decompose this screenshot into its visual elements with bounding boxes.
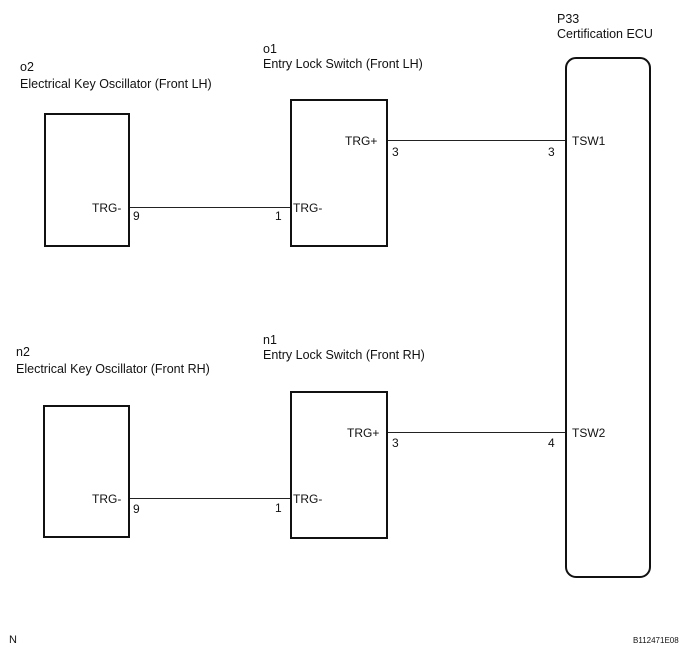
ecu-name: Certification ECU	[557, 27, 653, 41]
n1-name: Entry Lock Switch (Front RH)	[263, 348, 425, 362]
o2-pin-name: TRG-	[92, 201, 122, 215]
n2-name: Electrical Key Oscillator (Front RH)	[16, 362, 210, 376]
o1-pin-in-number: 1	[275, 209, 282, 223]
wire-o1-to-ecu-tsw1	[388, 140, 565, 141]
n1-code: n1	[263, 333, 277, 347]
n1-pin-in-name: TRG-	[293, 492, 323, 506]
n1-pin-in-number: 1	[275, 501, 282, 515]
o1-connector-box	[290, 99, 388, 247]
o1-pin-in-name: TRG-	[293, 201, 323, 215]
o1-code: o1	[263, 42, 277, 56]
n1-pin-out-name: TRG+	[347, 426, 380, 440]
footer-left-mark: N	[9, 634, 17, 646]
o1-name: Entry Lock Switch (Front LH)	[263, 57, 423, 71]
ecu-pin2-number: 4	[548, 436, 555, 450]
n2-code: n2	[16, 345, 30, 359]
n2-connector-box	[43, 405, 130, 538]
n1-pin-out-number: 3	[392, 436, 399, 450]
o2-name: Electrical Key Oscillator (Front LH)	[20, 77, 212, 91]
n1-connector-box	[290, 391, 388, 539]
wire-n1-to-ecu-tsw2	[388, 432, 565, 433]
ecu-connector-box	[565, 57, 651, 578]
footer-figure-code: B112471E08	[633, 636, 679, 645]
o2-code: o2	[20, 60, 34, 74]
n2-pin-name: TRG-	[92, 492, 122, 506]
wire-o2-to-o1	[130, 207, 290, 208]
o2-connector-box	[44, 113, 130, 247]
o1-pin-out-name: TRG+	[345, 134, 378, 148]
ecu-code: P33	[557, 12, 580, 26]
n2-pin-number: 9	[133, 502, 140, 516]
o2-pin-number: 9	[133, 209, 140, 223]
ecu-pin1-number: 3	[548, 145, 555, 159]
wire-n2-to-n1	[130, 498, 290, 499]
ecu-pin1-name: TSW1	[572, 134, 606, 148]
ecu-pin2-name: TSW2	[572, 426, 606, 440]
o1-pin-out-number: 3	[392, 145, 399, 159]
